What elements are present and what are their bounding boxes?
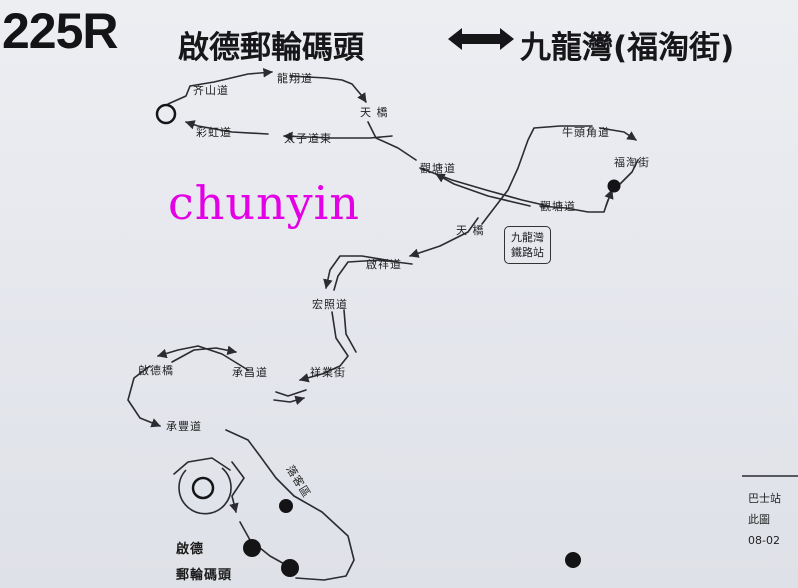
- route-segment-wang-chiu: [299, 311, 349, 383]
- street-label-shing-cheong: 承昌道: [232, 366, 268, 379]
- route-segment-shing-cheong: [273, 395, 305, 405]
- route-segment-wang-chiu-return: [343, 309, 357, 353]
- street-label-shing-fung: 承豐道: [166, 420, 202, 433]
- route-segment-kai-shan: [167, 67, 273, 105]
- bus-stop-bottom-right: [565, 552, 581, 568]
- bus-stop-fuk-tao: [607, 179, 621, 193]
- street-label-choi-hung: 彩虹道: [196, 126, 232, 139]
- roundabout-terminus-ring: [178, 467, 232, 515]
- route-segment-kai-cheung-return: [333, 259, 413, 291]
- route-segment-sky-bridge-2: [409, 217, 479, 258]
- route-segment-sky-bridge-down: [367, 121, 417, 161]
- route-segment-kwun-tong-2: [539, 199, 609, 213]
- route-segment-choi-hung: [185, 120, 269, 135]
- route-segment-tai-tsz: [283, 131, 393, 142]
- route-segment-fuk-tao: [617, 159, 639, 187]
- footnote-line3: 08-02: [748, 534, 780, 547]
- street-label-lung-cheung: 龍翔道: [277, 72, 313, 85]
- terminus-label-line1: 啟德: [176, 542, 205, 557]
- station-label-line2: 鐵路站: [511, 246, 544, 259]
- street-label-kai-shan: 齐山道: [193, 84, 229, 97]
- route-segment-kai-cheung: [323, 255, 399, 289]
- roundabout-terminus: [191, 476, 215, 500]
- station-label: 九龍灣 鐵路站: [504, 226, 551, 264]
- street-label-ngau-tau-kok: 牛頭角道: [562, 126, 610, 139]
- street-label-fuk-tao: 福淘街: [614, 156, 650, 169]
- route-segment-to-terminus-fuk-tao: [604, 189, 614, 207]
- origin-title: 啟德郵輪碼頭: [178, 30, 364, 66]
- street-label-kwun-tong-2: 觀塘道: [540, 200, 576, 213]
- watermark: chunyin: [168, 176, 360, 230]
- roundabout-top: [155, 103, 177, 125]
- bus-stop-drop-off: [279, 499, 293, 513]
- street-label-tai-tsz: 太子道東: [284, 132, 332, 145]
- route-segment-shing-fung: [225, 429, 355, 581]
- bus-stop-terminus-1: [243, 539, 261, 557]
- footnote-line2: 此圖: [748, 513, 770, 526]
- route-segment-shing-cheong-west: [157, 345, 249, 371]
- destination-title: 九龍灣(福淘街): [520, 30, 735, 66]
- route-segment-kai-tak-bridge-return: [171, 345, 237, 363]
- bus-stop-terminus-2: [281, 559, 299, 577]
- route-segment-lung-cheung: [289, 75, 367, 103]
- route-segment-cheung-yip: [275, 389, 307, 397]
- street-label-kwun-tong-1: 觀塘道: [420, 162, 456, 175]
- street-label-kai-tak-bridge: 啟德橋: [138, 364, 174, 377]
- footnote-line1: 巴士站: [748, 492, 781, 505]
- route-segment-kwun-tong-1-back: [435, 173, 531, 207]
- street-label-sky-bridge-1: 天 橋: [360, 106, 389, 119]
- route-segment-ngau-tau-kok: [599, 127, 637, 141]
- street-label-kai-cheung: 啟祥道: [366, 258, 402, 271]
- route-segment-kai-tak-bridge: [127, 365, 161, 428]
- route-number: 225R: [2, 3, 119, 59]
- footnote: 巴士站 此圖 08-02: [748, 488, 798, 551]
- street-label-wang-chiu: 宏照道: [312, 298, 348, 311]
- station-label-line1: 九龍灣: [511, 231, 544, 244]
- bidirectional-arrow-icon: [448, 28, 514, 50]
- terminus-label-line2: 郵輪碼頭: [176, 568, 233, 583]
- street-label-cheung-yip: 祥業街: [310, 366, 346, 379]
- street-label-sky-bridge-2: 天 橋: [456, 224, 485, 237]
- route-segment-drop-off-edge: [173, 457, 231, 475]
- route-segment-shing-fung-inner: [229, 461, 245, 513]
- route-segment-diagonal: [481, 125, 593, 225]
